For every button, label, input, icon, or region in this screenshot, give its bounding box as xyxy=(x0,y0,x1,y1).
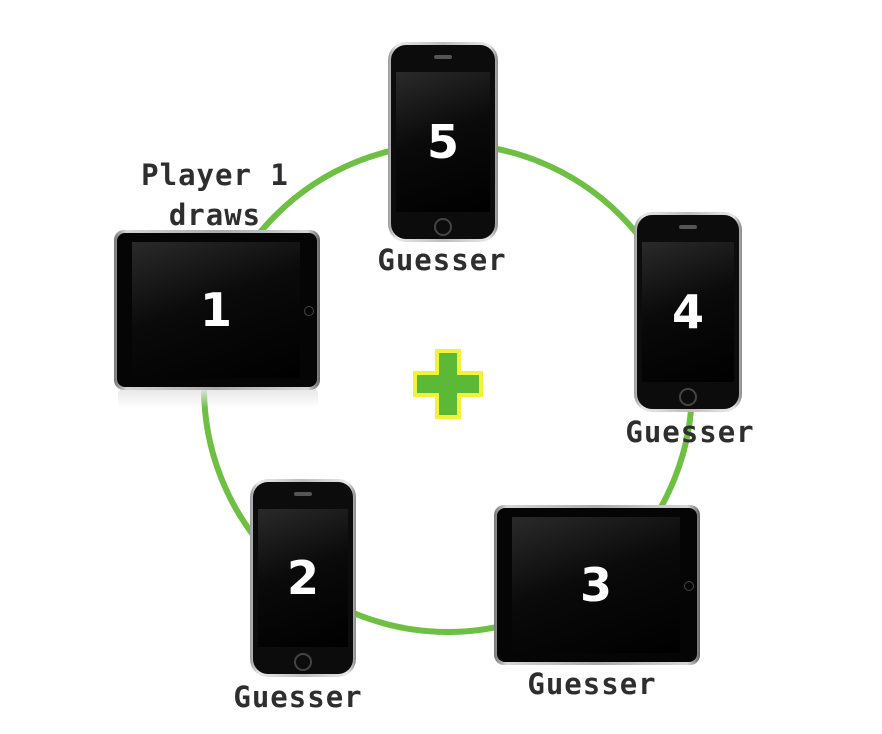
device-5-label: Guesser xyxy=(377,243,507,277)
device-2-home-button xyxy=(294,653,312,671)
device-1-screen: 1 xyxy=(132,242,300,378)
device-5-number: 5 xyxy=(426,115,459,169)
device-1-number: 1 xyxy=(199,283,232,337)
device-4-label: Guesser xyxy=(625,415,755,449)
device-3-screen: 3 xyxy=(512,517,680,653)
device-4-phone: 4 xyxy=(634,212,742,412)
device-2-phone: 2 xyxy=(250,479,356,677)
device-1-tablet: 1 xyxy=(114,230,320,390)
device-1-label: Player 1 draws xyxy=(141,158,289,232)
device-1-home-button xyxy=(304,306,314,316)
device-5-speaker xyxy=(434,55,452,59)
device-5-home-button xyxy=(434,218,452,236)
device-4-screen: 4 xyxy=(642,242,734,382)
device-1-reflection xyxy=(118,388,318,408)
device-3-tablet: 3 xyxy=(494,505,700,665)
plus-icon xyxy=(413,349,483,419)
device-5-phone: 5 xyxy=(388,42,498,242)
device-2-screen: 2 xyxy=(258,509,348,647)
device-2-speaker xyxy=(294,492,312,496)
device-4-home-button xyxy=(679,388,697,406)
device-3-home-button xyxy=(684,581,694,591)
device-5-screen: 5 xyxy=(396,72,490,212)
device-3-number: 3 xyxy=(579,558,612,612)
device-4-number: 4 xyxy=(671,285,704,339)
device-2-number: 2 xyxy=(286,551,319,605)
device-4-speaker xyxy=(679,225,697,229)
device-2-label: Guesser xyxy=(233,680,363,714)
device-3-label: Guesser xyxy=(527,667,657,701)
